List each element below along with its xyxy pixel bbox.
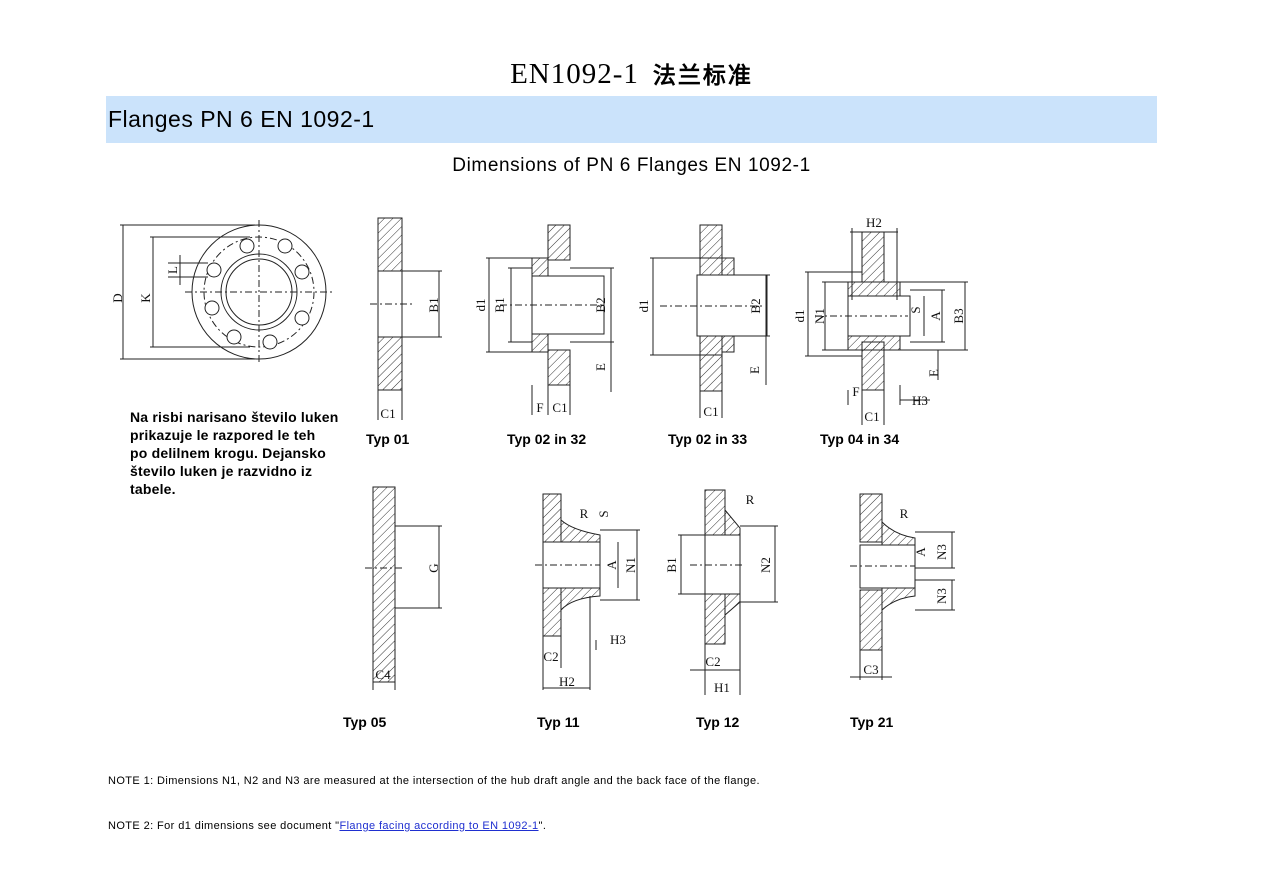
dim-c2: C2 bbox=[705, 654, 720, 669]
dim-l: L bbox=[165, 266, 180, 274]
dim-k: K bbox=[138, 293, 153, 303]
dim-r: R bbox=[900, 506, 909, 521]
dim-e: E bbox=[593, 363, 608, 371]
note-line: po delilnem krogu. Dejansko bbox=[130, 445, 326, 461]
dim-d1: d1 bbox=[636, 300, 651, 313]
dim-e: E bbox=[926, 369, 941, 377]
section-banner: Flanges PN 6 EN 1092-1 bbox=[106, 96, 1157, 143]
dim-e: E bbox=[747, 366, 762, 374]
dim-b2: B2 bbox=[748, 298, 763, 313]
dim-r: R bbox=[580, 506, 589, 521]
dim-c1: C1 bbox=[864, 409, 879, 424]
title-chinese: 法兰标准 bbox=[652, 63, 753, 89]
dim-a: A bbox=[913, 547, 928, 557]
dim-c4: C4 bbox=[375, 667, 391, 682]
type-label-21: Typ 21 bbox=[850, 714, 894, 730]
typ-12-drawing bbox=[678, 489, 778, 695]
typ-04-in-34-drawing bbox=[805, 228, 968, 425]
page-title: EN1092-1 法兰标准 bbox=[0, 56, 1263, 91]
title-text: EN1092-1 bbox=[510, 58, 639, 90]
dim-c1: C1 bbox=[703, 404, 718, 419]
dim-r: R bbox=[746, 492, 755, 507]
dim-h2: H2 bbox=[866, 215, 882, 230]
note-2: NOTE 2: For d1 dimensions see document "… bbox=[108, 820, 546, 832]
type-label-12: Typ 12 bbox=[696, 714, 740, 730]
hole-count-note: Na risbi narisano število luken prikazuj… bbox=[130, 408, 355, 498]
note-1: NOTE 1: Dimensions N1, N2 and N3 are mea… bbox=[108, 775, 760, 787]
dim-d1: d1 bbox=[792, 310, 807, 323]
dim-b1: B1 bbox=[492, 297, 507, 312]
front-view-drawing bbox=[120, 220, 335, 365]
dim-h3: H3 bbox=[610, 632, 626, 647]
type-label-02-33: Typ 02 in 33 bbox=[668, 431, 748, 447]
dim-b3: B3 bbox=[951, 308, 966, 323]
typ-01-drawing bbox=[370, 217, 442, 420]
dim-c1: C1 bbox=[380, 406, 395, 421]
type-label-05: Typ 05 bbox=[343, 714, 387, 730]
type-label-02-32: Typ 02 in 32 bbox=[507, 431, 587, 447]
note-line: Na risbi narisano število luken bbox=[130, 409, 339, 425]
dim-n3: N3 bbox=[934, 544, 949, 560]
drawing-subtitle: Dimensions of PN 6 Flanges EN 1092-1 bbox=[452, 155, 811, 176]
typ-05-drawing bbox=[365, 486, 442, 690]
dim-n1: N1 bbox=[812, 308, 827, 324]
dim-d: D bbox=[110, 293, 125, 302]
dim-b1: B1 bbox=[426, 297, 441, 312]
type-label-11: Typ 11 bbox=[537, 714, 580, 730]
dim-n3: N3 bbox=[934, 588, 949, 604]
note-line: število luken je razvidno iz bbox=[130, 463, 313, 479]
dim-b1: B1 bbox=[664, 557, 679, 572]
dim-a: A bbox=[604, 560, 619, 570]
dim-a: A bbox=[928, 311, 943, 321]
dim-s: S bbox=[908, 306, 923, 313]
dim-c3: C3 bbox=[863, 662, 878, 677]
typ-11-drawing bbox=[535, 493, 640, 690]
typ-02-in-32-drawing bbox=[486, 224, 614, 415]
dim-h3: H3 bbox=[912, 393, 928, 408]
dim-d1: d1 bbox=[473, 299, 488, 312]
banner-title: Flanges PN 6 EN 1092-1 bbox=[108, 106, 375, 132]
note-2-prefix: NOTE 2: For d1 dimensions see document " bbox=[108, 820, 340, 832]
dim-h1: H1 bbox=[714, 680, 730, 695]
type-label-04-34: Typ 04 in 34 bbox=[820, 431, 900, 447]
typ-02-in-33-drawing bbox=[650, 224, 770, 418]
dim-h2: H2 bbox=[559, 674, 575, 689]
dim-g: G bbox=[426, 563, 441, 572]
dim-c1: C1 bbox=[552, 400, 567, 415]
dim-n2: N2 bbox=[758, 557, 773, 573]
dim-c2: C2 bbox=[543, 649, 558, 664]
note-2-suffix: ". bbox=[538, 820, 547, 832]
dim-f: F bbox=[852, 384, 859, 399]
flange-facing-link[interactable]: Flange facing according to EN 1092-1 bbox=[339, 820, 539, 832]
dim-s: S bbox=[596, 510, 611, 517]
dim-n1: N1 bbox=[623, 557, 638, 573]
dim-b2: B2 bbox=[593, 297, 608, 312]
dim-f: F bbox=[536, 400, 543, 415]
note-line: prikazuje le razpored le teh bbox=[130, 427, 316, 443]
type-label-01: Typ 01 bbox=[366, 431, 410, 447]
note-line: tabele. bbox=[130, 481, 176, 497]
typ-21-drawing bbox=[850, 493, 955, 680]
